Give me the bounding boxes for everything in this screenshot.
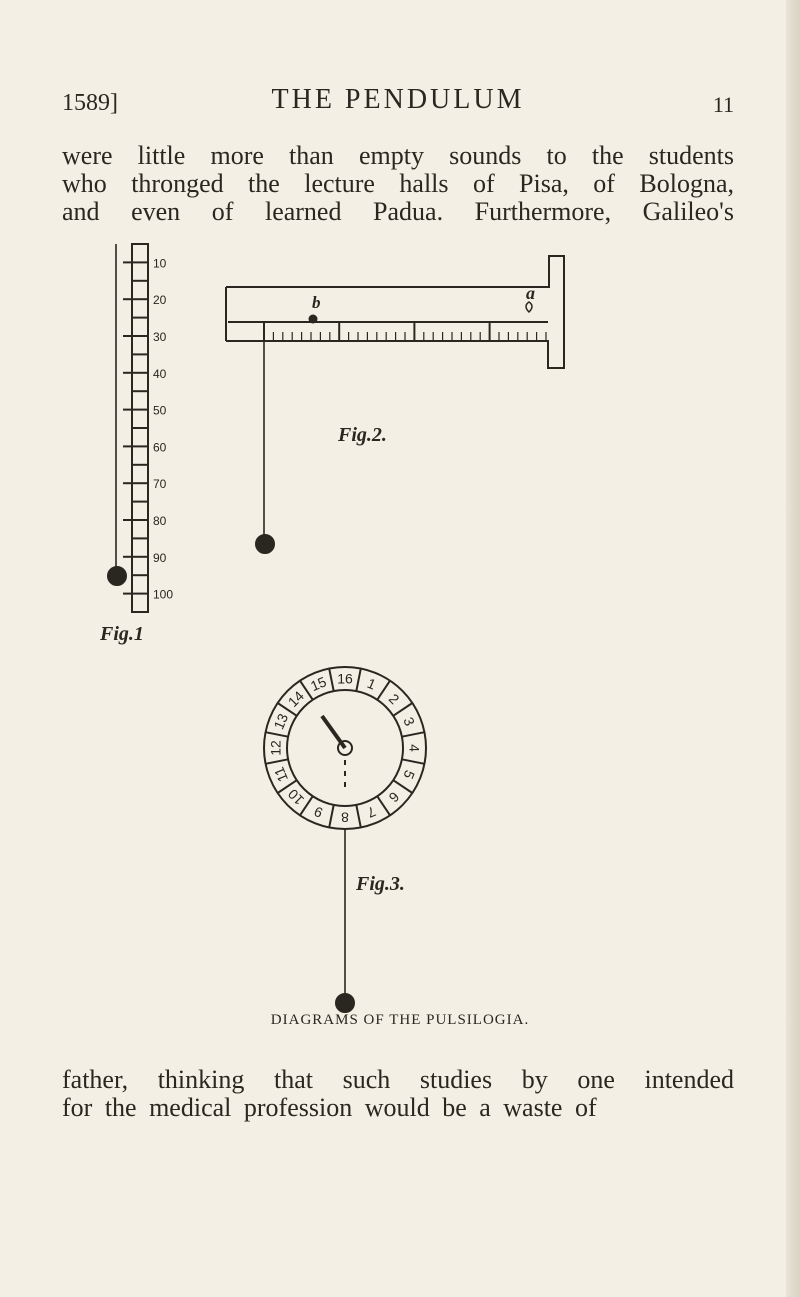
scale-label: 70 (153, 477, 167, 491)
dial-number: 7 (365, 803, 379, 821)
figure-2 (225, 255, 565, 554)
dial-dividers (265, 668, 425, 828)
dial-number: 12 (268, 740, 284, 756)
text-line: for the medical profession would be a wa… (62, 1093, 597, 1122)
dial-number: 5 (400, 768, 418, 782)
frame (226, 255, 565, 369)
pendulum-bob (335, 993, 355, 1013)
page-edge (786, 0, 800, 1297)
dial-number: 1 (365, 675, 379, 693)
dial-divider (277, 779, 298, 794)
page-number: 11 (712, 92, 734, 117)
scale-labels: 10 20 30 40 50 60 70 80 90 100 (153, 256, 173, 601)
rule-ticks (263, 322, 547, 341)
dial-divider (355, 804, 362, 828)
dial-divider (328, 668, 335, 692)
dial-hub (337, 740, 353, 756)
dial-number: 11 (271, 765, 291, 785)
dial-divider (277, 702, 298, 717)
dial-number: 8 (341, 810, 349, 826)
text-line: were little more than empty sounds to th… (62, 141, 734, 170)
dial-divider (299, 680, 314, 701)
dial-number: 15 (308, 673, 329, 694)
scale-label: 60 (153, 440, 167, 454)
fig3-label: Fig.3. (355, 873, 405, 895)
scale-ticks (123, 261, 148, 595)
dial-number: 2 (386, 690, 403, 707)
pendulum-bob (107, 566, 127, 586)
header-title: THE PENDULUM (271, 84, 525, 115)
dial-divider (392, 702, 413, 717)
dial-number: 4 (407, 744, 423, 752)
dial-divider (392, 779, 413, 794)
letter-a: a (526, 283, 535, 303)
dial-number: 6 (386, 789, 403, 806)
text-line: and even of learned Padua. Furthermore, … (62, 197, 734, 226)
dial-divider (299, 795, 314, 816)
dial-divider (265, 731, 289, 738)
letter-b: b (312, 293, 321, 312)
paragraph-top: were little more than empty sounds to th… (62, 142, 734, 226)
dial-divider (355, 668, 362, 692)
dial-divider (401, 758, 425, 765)
text-line: father, thinking that such studies by on… (62, 1065, 734, 1094)
running-head: 1589] THE PENDULUM 11 (62, 84, 734, 124)
scale-label: 90 (153, 551, 167, 565)
scale-label: 20 (153, 293, 167, 307)
dial-divider (376, 680, 391, 701)
dial-number: 13 (270, 711, 291, 732)
paragraph-bottom: father, thinking that such studies by on… (62, 1066, 734, 1122)
text-line: who thronged the lecture halls of Pisa, … (62, 169, 734, 198)
dial-number: 3 (400, 715, 418, 729)
figure-1 (107, 243, 149, 613)
dial-hand (320, 714, 347, 750)
header-year: 1589] (62, 90, 118, 116)
scale-label: 50 (153, 404, 167, 418)
scale-label: 10 (153, 256, 167, 270)
peg-a (525, 301, 533, 314)
dial-number: 9 (312, 803, 326, 821)
scale-label: 40 (153, 367, 167, 381)
dial-number: 16 (337, 671, 353, 687)
scale-label: 30 (153, 330, 167, 344)
pendulum-bob (255, 534, 275, 554)
fig1-label: Fig.1 (99, 623, 144, 645)
scale-label: 80 (153, 514, 167, 528)
slider-b (308, 314, 318, 324)
dial-inner-ring (286, 689, 404, 807)
figure-3 (263, 666, 427, 1013)
dial-divider (401, 731, 425, 738)
dial-divider (328, 804, 335, 828)
dial-divider (376, 795, 391, 816)
figure-caption: DIAGRAMS OF THE PULSILOGIA. (270, 1012, 530, 1028)
fig2-label: Fig.2. (337, 424, 387, 446)
scale-label: 100 (153, 588, 173, 602)
dial-divider (265, 758, 289, 765)
